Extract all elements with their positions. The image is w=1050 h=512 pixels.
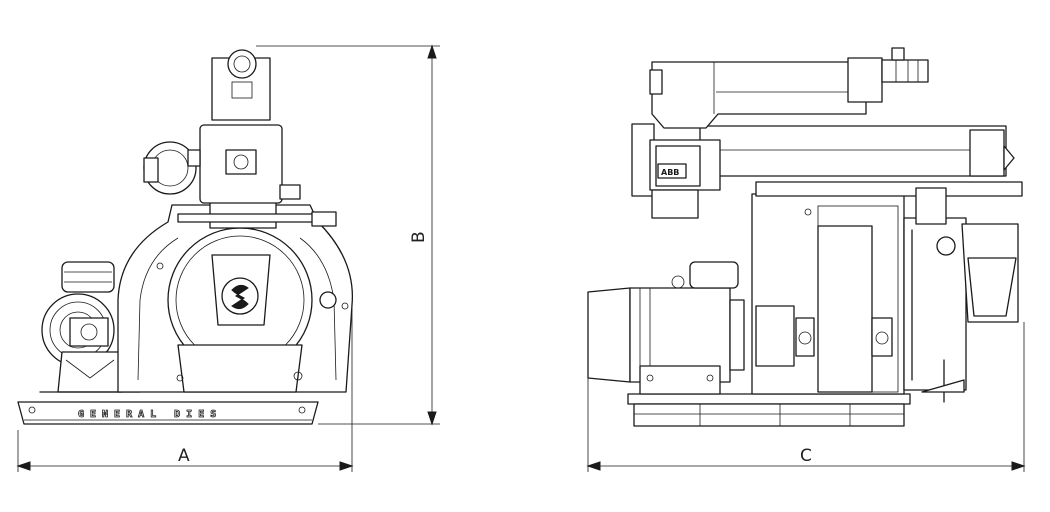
side-main-motor bbox=[587, 261, 745, 395]
abb-badge: ABB bbox=[661, 168, 679, 177]
dimension-b bbox=[256, 44, 440, 426]
side-feeder-screw bbox=[649, 47, 929, 129]
dimension-b-label: B bbox=[409, 231, 429, 243]
front-view: GENERAL DIES bbox=[17, 49, 354, 425]
dimension-c-label: C bbox=[800, 446, 812, 466]
front-main-motor bbox=[39, 261, 141, 393]
front-main-housing bbox=[117, 204, 354, 393]
side-view: ABB bbox=[587, 47, 1023, 427]
side-conditioner bbox=[699, 125, 1023, 225]
dimension-a bbox=[16, 305, 354, 472]
front-conditioner bbox=[143, 49, 337, 229]
side-die-housing bbox=[751, 193, 1019, 403]
side-base-frame bbox=[627, 393, 911, 427]
front-base-skid bbox=[17, 401, 319, 425]
dimension-a-label: A bbox=[178, 446, 190, 466]
base-brand-text: GENERAL DIES bbox=[78, 409, 222, 420]
dimension-c bbox=[586, 322, 1026, 472]
side-conditioner-motor bbox=[631, 123, 721, 219]
